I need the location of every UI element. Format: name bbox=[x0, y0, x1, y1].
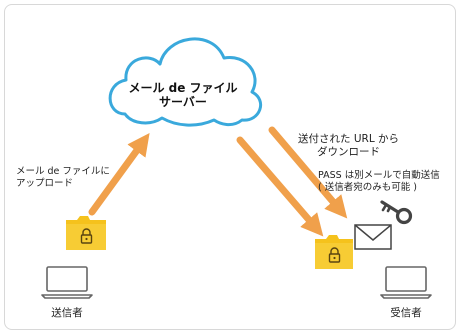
sender-folder-lock-icon bbox=[66, 216, 106, 250]
key-icon bbox=[380, 200, 413, 225]
password-arrow bbox=[268, 126, 348, 219]
cloud-label-line1: メール de ファイル bbox=[128, 81, 238, 95]
upload-arrow bbox=[88, 132, 150, 216]
cloud-label: メール de ファイル サーバー bbox=[113, 81, 253, 109]
sender-laptop-icon bbox=[41, 266, 93, 299]
download-arrow bbox=[236, 136, 324, 237]
receiver-laptop-icon bbox=[380, 266, 432, 299]
cloud-icon bbox=[108, 37, 263, 127]
sender-label: 送信者 bbox=[51, 307, 83, 319]
upload-note: メール de ファイルに アップロード bbox=[16, 166, 110, 190]
password-note-line1: PASS は別メールで自動送信 bbox=[318, 170, 440, 181]
receiver-folder-lock-icon bbox=[315, 235, 353, 269]
password-note-line2: ( 送信者宛のみも可能 ) bbox=[318, 182, 417, 193]
password-note: PASS は別メールで自動送信 ( 送信者宛のみも可能 ) bbox=[318, 170, 440, 194]
envelope-icon bbox=[354, 224, 392, 250]
download-note-line1: 送付された URL から bbox=[298, 133, 400, 145]
upload-note-line2: アップロード bbox=[16, 178, 74, 189]
receiver-label: 受信者 bbox=[390, 307, 422, 319]
upload-note-line1: メール de ファイルに bbox=[16, 166, 110, 177]
cloud-label-line2: サーバー bbox=[159, 95, 207, 109]
download-note-line2: ダウンロード bbox=[317, 146, 380, 158]
download-note: 送付された URL から ダウンロード bbox=[298, 133, 399, 159]
